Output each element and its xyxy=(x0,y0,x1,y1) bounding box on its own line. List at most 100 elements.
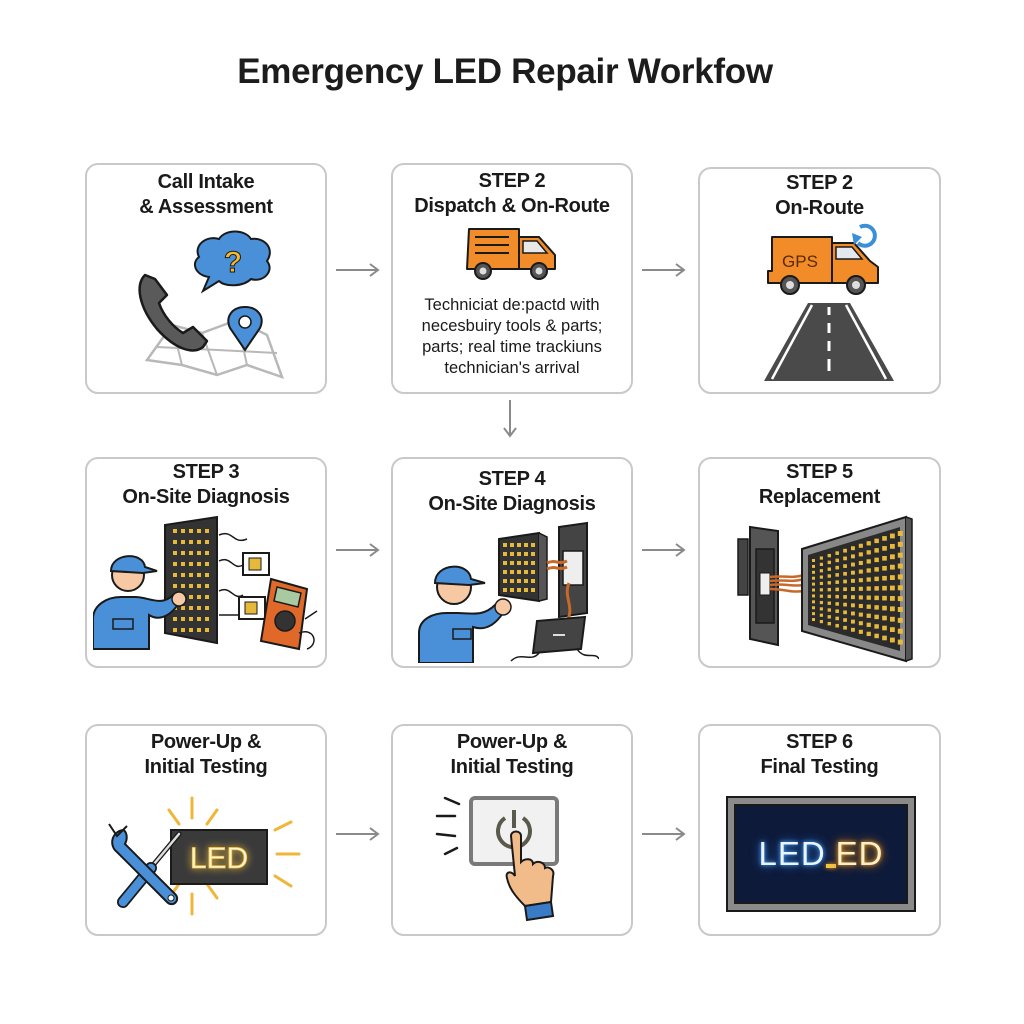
led-dot xyxy=(517,543,521,547)
led-dot xyxy=(897,541,903,547)
led-dot xyxy=(510,570,514,574)
led-dot xyxy=(189,628,193,632)
led-dot xyxy=(874,538,879,544)
led-dot xyxy=(503,561,507,565)
led-dot xyxy=(205,573,209,577)
pointing-hand-icon xyxy=(505,830,555,922)
led-dot xyxy=(531,570,535,574)
led-dot xyxy=(851,595,855,600)
led-dot xyxy=(835,594,839,599)
led-dot xyxy=(819,594,823,598)
step-card-diagnosis-3[interactable]: STEP 3 On-Site Diagnosis xyxy=(85,457,327,668)
led-dot xyxy=(890,575,895,580)
led-dot xyxy=(866,622,871,627)
control-box-icon xyxy=(546,521,588,622)
led-dot xyxy=(890,627,895,633)
led-dot xyxy=(503,570,507,574)
led-dot xyxy=(890,533,895,539)
step-title: STEP 2 On-Route xyxy=(700,171,939,221)
description-line: necesbuiry tools & parts; xyxy=(421,317,603,335)
step-title-line2: On-Route xyxy=(775,197,864,219)
led-dot xyxy=(189,606,193,610)
led-dot xyxy=(524,579,528,583)
led-dot xyxy=(812,576,815,580)
led-dot xyxy=(517,570,521,574)
step-card-diagnosis-4[interactable]: STEP 4 On-Site Diagnosis xyxy=(391,457,633,668)
led-dot xyxy=(524,570,528,574)
call-intake-illustration: ? xyxy=(138,230,285,380)
led-dot xyxy=(173,551,177,555)
led-dot xyxy=(517,579,521,583)
led-dot xyxy=(858,603,863,609)
led-dot xyxy=(503,543,507,547)
step-title-line1: Power-Up & xyxy=(150,731,262,753)
step-card-final-testing[interactable]: STEP 6 Final Testing LED ED xyxy=(698,724,941,936)
step-card-replacement[interactable]: STEP 5 Replacement xyxy=(698,457,941,668)
led-dot xyxy=(835,558,839,563)
led-dot xyxy=(531,579,535,583)
led-dot xyxy=(882,585,887,591)
led-dot xyxy=(874,614,879,620)
led-dot xyxy=(835,609,839,613)
led-dot xyxy=(819,575,823,579)
step-card-dispatch[interactable]: STEP 2 Dispatch & On-Route Techniciat de… xyxy=(391,163,633,394)
led-dot xyxy=(858,586,863,591)
led-dot xyxy=(205,628,209,632)
step-title-line1: STEP 6 xyxy=(786,731,853,753)
led-dot xyxy=(197,595,201,599)
cable-icon xyxy=(769,573,805,593)
step-title-line1: STEP 4 xyxy=(478,468,546,490)
led-dot xyxy=(531,588,535,592)
led-dot xyxy=(882,546,887,551)
led-dot xyxy=(897,617,903,623)
led-dot xyxy=(205,540,209,544)
description-line: parts; real time trackiuns xyxy=(422,338,602,356)
led-dot xyxy=(205,529,209,533)
led-dot xyxy=(858,621,863,626)
led-dot xyxy=(531,552,535,556)
led-dot xyxy=(189,540,193,544)
led-panel-icon xyxy=(164,515,218,645)
led-dot xyxy=(874,595,879,601)
led-dot xyxy=(812,612,815,616)
led-dot xyxy=(874,586,879,591)
led-dot xyxy=(524,543,528,547)
led-dot xyxy=(882,595,887,601)
power-up-illustration: LED xyxy=(108,796,301,916)
led-dot xyxy=(819,600,823,605)
led-dot xyxy=(897,563,903,569)
led-dot xyxy=(882,565,887,571)
step-title-line2: Replacement xyxy=(758,486,881,508)
led-dot xyxy=(197,584,201,588)
step-title-line1: STEP 3 xyxy=(172,461,240,483)
led-dot xyxy=(843,602,847,607)
motion-lines-icon xyxy=(435,796,461,856)
step-card-call-intake[interactable]: Call Intake & Assessment ? xyxy=(85,163,327,394)
led-dot xyxy=(205,551,209,555)
step-title-line1: STEP 2 xyxy=(786,172,853,194)
led-dot xyxy=(181,540,185,544)
led-dot xyxy=(181,628,185,632)
light-rays-icon xyxy=(167,796,301,916)
gps-label: GPS xyxy=(782,252,818,271)
led-dot xyxy=(890,606,895,612)
led-dot xyxy=(819,607,823,611)
led-dot xyxy=(843,548,847,553)
led-dot xyxy=(531,543,535,547)
led-dot xyxy=(890,554,895,560)
step-card-power-up-2[interactable]: Power-Up & Initial Testing xyxy=(391,724,633,936)
phone-icon xyxy=(138,273,209,352)
chip-icon xyxy=(238,552,270,620)
led-dot xyxy=(843,625,847,630)
step-card-on-route[interactable]: STEP 2 On-Route GPS xyxy=(698,167,941,394)
led-dot xyxy=(827,574,831,578)
step-title-line1: Power-Up & xyxy=(456,731,568,753)
led-dot xyxy=(897,552,903,558)
led-dot xyxy=(835,602,839,606)
gps-truck-icon: GPS xyxy=(767,223,879,295)
step-card-power-up-1[interactable]: Power-Up & Initial Testing LED xyxy=(85,724,327,936)
led-dot xyxy=(181,606,185,610)
led-dot xyxy=(812,559,815,562)
led-dot xyxy=(812,600,815,604)
led-dot xyxy=(189,529,193,533)
